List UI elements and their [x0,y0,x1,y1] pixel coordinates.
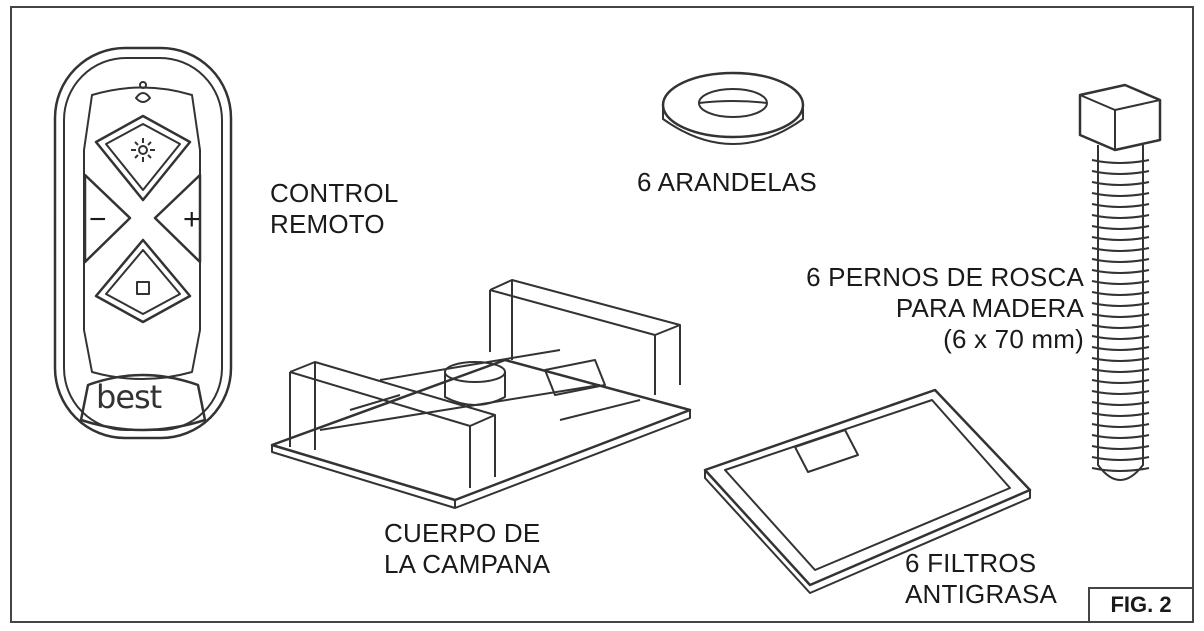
remote-label-line2: REMOTO [270,209,385,239]
screw-thread-line [1091,203,1150,208]
remote-label-line1: CONTROL [270,178,399,208]
screws-label-line2: PARA MADERA [895,293,1084,323]
screw-thread-line [1091,423,1150,428]
screw-thread-line [1091,181,1150,186]
washer-drawing [661,71,805,145]
screw-drawing [1078,83,1162,481]
washers-label: 6 ARANDELAS [637,167,817,197]
screws-label: 6 PERNOS DE ROSCA PARA MADERA (6 x 70 mm… [806,262,1084,355]
remote-control-drawing [53,46,233,440]
best-logo: best [96,378,162,416]
screw-thread-line [1091,379,1150,384]
screw-thread-line [1091,159,1150,164]
screw-thread-line [1091,170,1150,175]
screw-thread-line [1091,258,1150,263]
minus-button-symbol: − [89,203,107,236]
figure-frame [10,6,1194,623]
screw-thread-line [1091,269,1150,274]
filters-label-line2: ANTIGRASA [905,579,1058,609]
screw-thread-line [1091,247,1150,252]
screw-thread-line [1091,357,1150,362]
filters-label: 6 FILTROS ANTIGRASA [905,548,1057,610]
screw-thread-line [1091,401,1150,406]
remote-control-label: CONTROL REMOTO [270,178,399,240]
figure-number-label: FIG. 2 [1088,587,1194,623]
screw-thread-line [1091,302,1150,307]
hood-body-drawing [270,279,692,509]
screws-label-line3: (6 x 70 mm) [943,324,1084,354]
screw-thread-line [1091,324,1150,329]
filters-label-line1: 6 FILTROS [905,548,1037,578]
screw-thread-line [1091,434,1150,439]
screw-thread-line [1091,445,1150,450]
hood-label-line2: LA CAMPANA [384,549,551,579]
hood-body-label: CUERPO DE LA CAMPANA [384,518,550,580]
screw-thread-line [1091,280,1150,285]
screw-thread-line [1091,192,1150,197]
screws-label-line1: 6 PERNOS DE ROSCA [806,262,1084,292]
screw-thread-line [1091,225,1150,230]
screw-thread-line [1091,346,1150,351]
screw-thread-line [1091,335,1150,340]
hood-label-line1: CUERPO DE [384,518,541,548]
screw-thread-line [1091,456,1150,461]
screw-thread-line [1091,368,1150,373]
screw-thread-line [1091,291,1150,296]
screw-thread-line [1091,390,1150,395]
screw-thread-line [1091,214,1150,219]
screw-thread-line [1091,236,1150,241]
screw-thread-line [1091,467,1150,472]
plus-button-symbol: + [183,203,201,236]
screw-thread-line [1091,412,1150,417]
grease-filter-drawing [703,388,1032,594]
screw-thread-line [1091,313,1150,318]
screw-threads [1091,159,1150,472]
